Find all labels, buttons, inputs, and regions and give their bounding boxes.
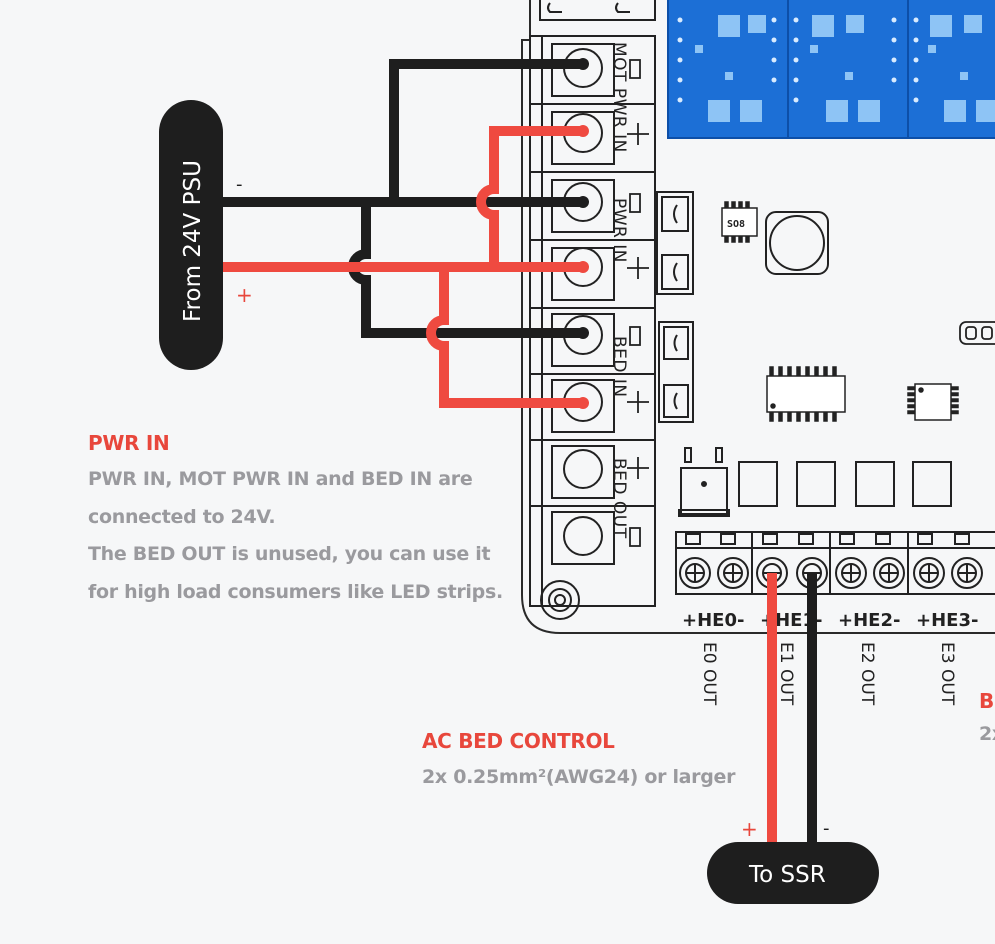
so8-label: SO8 <box>727 219 745 230</box>
heater-output-label: E3 OUT <box>937 642 957 706</box>
inductor <box>765 211 829 275</box>
stepper-drivers <box>667 0 995 139</box>
ssr-plus-sign: + <box>741 817 758 841</box>
heater-label: +HE3- <box>916 610 978 631</box>
so8-chip <box>721 201 758 243</box>
small-header <box>959 321 995 345</box>
pwr-note-title: PWR IN <box>88 431 170 455</box>
label-bed-in: BED IN <box>609 336 629 398</box>
bed-note-title: AC BED CONTROL <box>422 729 615 753</box>
label-bed-out: BED OUT <box>609 458 629 539</box>
wire-red-mot-plus <box>476 126 583 267</box>
pwr-note-line: for high load consumers like LED strips. <box>88 580 503 603</box>
top-connector <box>539 0 656 21</box>
ssr-pill <box>707 842 879 904</box>
heater-output-label: E1 OUT <box>776 642 796 706</box>
heater-output-label: E2 OUT <box>857 642 877 706</box>
heater-output-label: E0 OUT <box>699 642 719 706</box>
psu-minus-sign: - <box>236 174 243 195</box>
mosfets <box>678 447 952 517</box>
mounting-hole <box>540 580 580 620</box>
wire-terminals <box>577 58 589 339</box>
psu-pill <box>159 100 223 370</box>
heater-label: +HE2- <box>838 610 900 631</box>
pwr-note-line: connected to 24V. <box>88 505 276 528</box>
small-ic <box>907 383 959 421</box>
wire-red-bed-plus <box>426 267 583 408</box>
label-pwr-in: PWR IN <box>609 198 629 263</box>
wire-terminals-red <box>577 125 589 409</box>
polarity-marks <box>627 59 649 547</box>
pwr-note-body: PWR IN, MOT PWR IN and BED IN are connec… <box>88 461 503 611</box>
bed-note-spec: 2x 0.25mm²(AWG24) or larger <box>422 766 736 788</box>
right-cut-title: B <box>979 689 994 713</box>
heater-outputs: E0 OUT E1 OUT E2 OUT E3 OUT <box>699 642 957 706</box>
ssr-label: To SSR <box>748 862 826 888</box>
wire-black-mot-minus <box>389 59 583 202</box>
heater-label: +HE0- <box>682 610 744 631</box>
ssr-minus-sign: - <box>823 818 830 839</box>
power-terminal-block <box>529 35 656 607</box>
psu-label: From 24V PSU <box>180 160 206 322</box>
wires <box>215 59 817 852</box>
label-mot-pwr-in: MOT PWR IN <box>609 42 629 153</box>
right-cut-spec: 2x <box>979 723 995 745</box>
jumpers <box>656 191 694 423</box>
ic-chip <box>766 366 846 422</box>
psu-plus-sign: + <box>236 283 253 307</box>
pwr-note-line: PWR IN, MOT PWR IN and BED IN are <box>88 468 473 490</box>
pwr-note-line: The BED OUT is unused, you can use it <box>88 543 491 565</box>
